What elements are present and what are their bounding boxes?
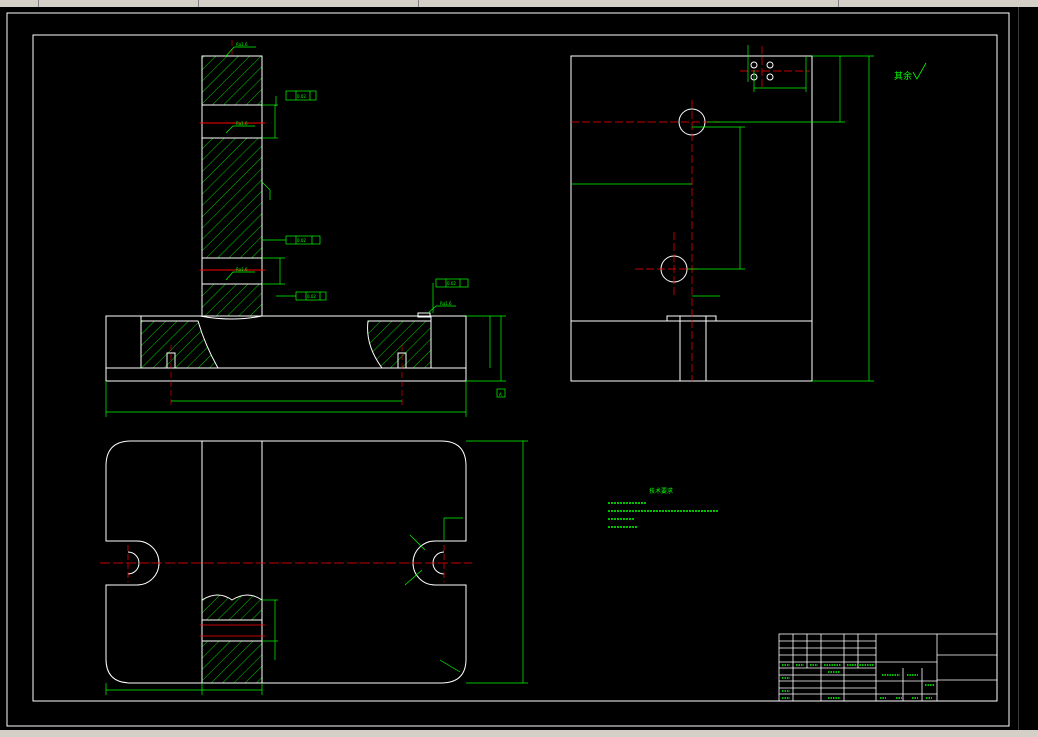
vertical-scrollbar[interactable] [1018,7,1038,730]
roughness-note: 其余 [894,70,912,82]
title-block-text-marks [782,664,934,699]
tolerance-label: 0.02 [447,281,456,286]
front-tolerance-frames [285,90,506,398]
tolerance-label: 0.02 [297,238,306,243]
plan-view-centerlines [100,545,472,637]
front-view-dimensions [105,46,506,417]
roughness-low-label: Ra1.6 [236,267,248,272]
cad-drawing-canvas[interactable]: Ra1.6 Ra1.6 Ra1.6 Ra1.6 0.02 0.02 0.02 0… [0,7,1018,730]
window-bottom-bar [0,730,1038,737]
plan-view-dimensions [105,440,528,695]
roughness-mid-label: Ra1.6 [236,121,248,126]
tech-requirement-glyph-lines [608,502,718,528]
side-view-dimensions [571,45,874,382]
window-top-bar [0,0,1038,7]
tolerance-label: 0.02 [297,94,306,99]
roughness-side-label: Ra1.6 [440,301,452,306]
datum-label: A [499,392,502,397]
front-section-view [105,40,467,408]
title-block [778,633,998,702]
plan-view [105,440,467,684]
plan-hatch-upper [201,594,263,621]
roughness-symbol-icon [912,62,927,80]
tab[interactable] [198,0,419,7]
inner-frame [32,34,998,702]
tab[interactable] [418,0,839,7]
tab[interactable] [38,0,199,7]
side-view [570,55,813,382]
tab[interactable] [0,0,39,7]
tolerance-label: 0.02 [307,294,316,299]
outer-frame [6,12,1010,727]
roughness-top-label: Ra1.6 [236,42,248,47]
plan-hatch-lower [201,640,263,684]
side-view-centerlines [571,46,810,381]
tech-requirements-title: 技术要求 [649,487,673,495]
